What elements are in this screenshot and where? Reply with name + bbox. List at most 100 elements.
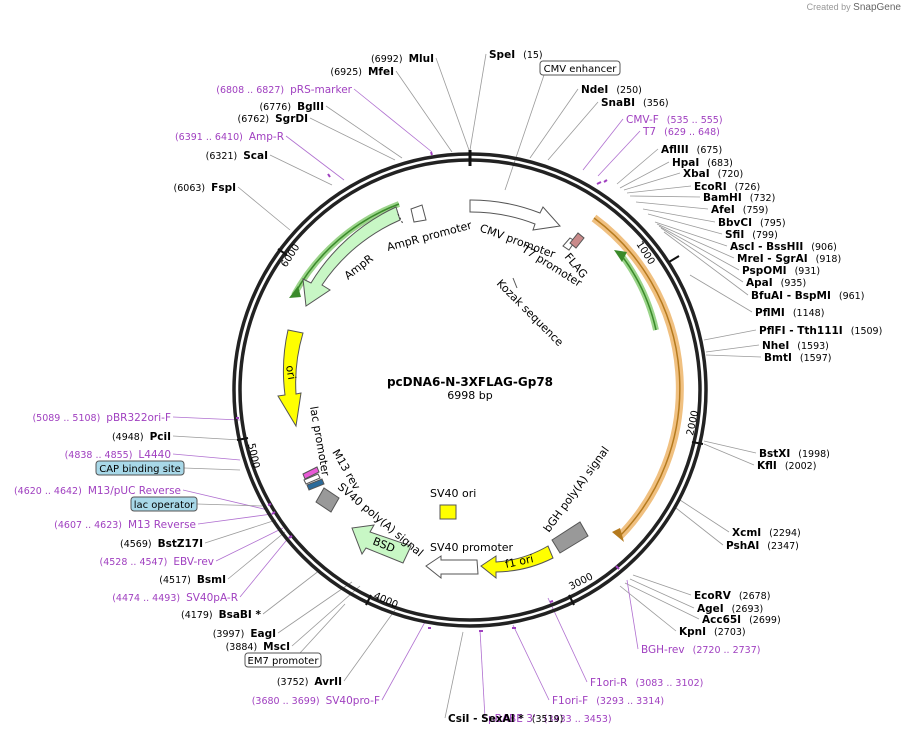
feature-sv40-ori[interactable]: SV40 ori: [430, 487, 476, 520]
site-right-12[interactable]: SfiI(799): [725, 229, 778, 241]
sv40-ori-label: SV40 ori: [430, 487, 476, 500]
site-right-17[interactable]: BfuAI - BspMI(961): [751, 290, 864, 302]
site-right-7[interactable]: XbaI (720): [683, 168, 743, 180]
site-right-8[interactable]: EcoRI(726): [694, 181, 760, 193]
site-bottom-3[interactable]: CsiI - SexAI *(3519): [448, 713, 563, 725]
ampr-promoter-label: AmpR promoter: [385, 219, 473, 254]
site-name: BbvCI: [718, 217, 752, 229]
site-right-1[interactable]: NdeI(250): [581, 84, 642, 96]
site-name: Acc65I: [702, 614, 741, 626]
feature-m13-rev[interactable]: M13 rev: [302, 447, 363, 492]
site-bottom-0[interactable]: F1ori-R(3083 .. 3102): [590, 677, 703, 689]
site-right-21[interactable]: BmtI(1597): [764, 352, 831, 364]
site-position: (6776): [259, 102, 291, 113]
site-position: (2294): [769, 528, 801, 539]
site-right-3[interactable]: CMV-F(535 .. 555): [626, 114, 723, 126]
site-position: (675): [697, 145, 723, 156]
site-position: (6063): [174, 183, 206, 194]
boxed-label-em7-promoter[interactable]: EM7 promoter: [244, 652, 322, 668]
site-right-18[interactable]: PflMI(1148): [755, 307, 824, 319]
site-right-23[interactable]: KflI(2002): [757, 460, 816, 472]
site-position: (3680 .. 3699): [252, 696, 320, 707]
site-right-29[interactable]: KpnI(2703): [679, 626, 746, 638]
site-right-25[interactable]: PshAI(2347): [726, 540, 799, 552]
site-left-20[interactable]: AvrII(3752): [277, 676, 342, 688]
site-name: AscI - BssHII: [730, 241, 803, 253]
feature-ori[interactable]: ori: [277, 329, 304, 428]
site-bottom-1[interactable]: F1ori-F(3293 .. 3314): [552, 695, 664, 707]
feature-bsd[interactable]: BSD: [351, 524, 412, 564]
site-position: (3293 .. 3314): [596, 696, 664, 707]
boxed-label-cap-binding-site[interactable]: CAP binding site: [95, 460, 185, 476]
site-right-24[interactable]: XcmI(2294): [732, 527, 801, 539]
site-position: (4517): [159, 575, 191, 586]
site-position: (6321): [206, 151, 238, 162]
site-right-6[interactable]: HpaI(683): [672, 157, 733, 169]
site-left-6[interactable]: ScaI(6321): [206, 150, 268, 162]
green-arc-arrowhead-left: [289, 286, 301, 298]
site-right-14[interactable]: MreI - SgrAI(918): [737, 253, 841, 265]
site-left-7[interactable]: FspI(6063): [174, 182, 236, 194]
site-right-4[interactable]: T7(629 .. 648): [642, 126, 720, 138]
site-position: (5089 .. 5108): [32, 413, 100, 424]
site-left-0[interactable]: MluI(6992): [371, 53, 434, 65]
feature-cmv-promoter[interactable]: CMV promoter: [469, 199, 561, 261]
site-left-11[interactable]: M13/pUC Reverse(4620 .. 4642): [14, 485, 181, 497]
site-right-9[interactable]: BamHI(732): [703, 192, 775, 204]
site-left-12[interactable]: M13 Reverse(4607 .. 4623): [54, 519, 196, 531]
site-bottom-2[interactable]: pBABE 3'(3433 .. 3453): [488, 713, 612, 725]
site-right-10[interactable]: AfeI(759): [711, 204, 768, 216]
site-position: (4948): [112, 432, 144, 443]
site-position: (720): [718, 169, 744, 180]
site-left-15[interactable]: BsmI(4517): [159, 574, 226, 586]
site-left-17[interactable]: BsaBI *(4179): [181, 609, 261, 621]
site-name: EcoRV: [694, 590, 732, 602]
kozak-label: Kozak sequence: [494, 277, 566, 349]
site-left-8[interactable]: pBR322ori-F(5089 .. 5108): [32, 412, 171, 424]
site-left-9[interactable]: PciI(4948): [112, 431, 171, 443]
site-left-13[interactable]: BstZ17I(4569): [120, 538, 203, 550]
feature-ampr-promoter[interactable]: AmpR promoter: [385, 204, 474, 254]
snapgene-brand: Created by SnapGene: [807, 2, 901, 13]
site-position: (6391 .. 6410): [175, 132, 243, 143]
tick-2000: 2000: [685, 409, 701, 436]
site-left-3[interactable]: BglII(6776): [259, 101, 324, 113]
site-right-26[interactable]: EcoRV (2678): [694, 590, 770, 602]
site-left-1[interactable]: MfeI(6925): [330, 66, 394, 78]
site-right-28[interactable]: Acc65I(2699): [702, 614, 781, 626]
site-left-5[interactable]: Amp-R(6391 .. 6410): [175, 131, 284, 143]
site-name: XbaI: [683, 168, 710, 180]
feature-bgh-polya[interactable]: bGH poly(A) signal: [541, 444, 612, 554]
site-position: (759): [743, 205, 769, 216]
feature-f1-ori[interactable]: f1 ori: [480, 545, 554, 580]
site-left-18[interactable]: EagI(3997): [213, 628, 276, 640]
site-right-15[interactable]: PspOMI(931): [742, 265, 820, 277]
site-right-27[interactable]: AgeI(2693): [697, 603, 763, 615]
site-right-20[interactable]: NheI(1593): [762, 340, 829, 352]
boxed-label-cmv-enhancer[interactable]: CMV enhancer: [539, 60, 621, 76]
site-left-14[interactable]: EBV-rev(4528 .. 4547): [100, 556, 215, 568]
site-right-30[interactable]: BGH-rev(2720 .. 2737): [641, 644, 760, 656]
site-right-13[interactable]: AscI - BssHII(906): [730, 241, 837, 253]
site-right-11[interactable]: BbvCI(795): [718, 217, 786, 229]
site-left-16[interactable]: SV40pA-R(4474 .. 4493): [112, 592, 238, 604]
site-left-21[interactable]: SV40pro-F(3680 .. 3699): [252, 695, 380, 707]
site-right-19[interactable]: PflFI - Tth111I(1509): [759, 325, 882, 337]
site-right-22[interactable]: BstXI(1998): [759, 448, 830, 460]
site-right-16[interactable]: ApaI(935): [746, 277, 806, 289]
site-left-19[interactable]: MscI(3884): [226, 641, 290, 653]
site-left-10[interactable]: L4440(4838 .. 4855): [65, 449, 171, 461]
site-name: BGH-rev: [641, 644, 685, 656]
site-right-5[interactable]: AflIII(675): [661, 144, 722, 156]
site-left-4[interactable]: SgrDI(6762): [238, 113, 308, 125]
site-left-2[interactable]: pRS-marker(6808 .. 6827): [216, 84, 352, 96]
site-right-2[interactable]: SnaBI(356): [601, 97, 669, 109]
site-name: PflMI: [755, 307, 785, 319]
site-name: T7: [642, 126, 656, 138]
site-right-0[interactable]: SpeI(15): [489, 49, 543, 61]
feature-sv40-promoter[interactable]: SV40 promoter: [425, 541, 514, 580]
site-position: (2678): [739, 591, 771, 602]
site-position: (2693): [732, 604, 764, 615]
site-position: (4569): [120, 539, 152, 550]
boxed-label-lac-operator[interactable]: lac operator: [130, 496, 198, 512]
